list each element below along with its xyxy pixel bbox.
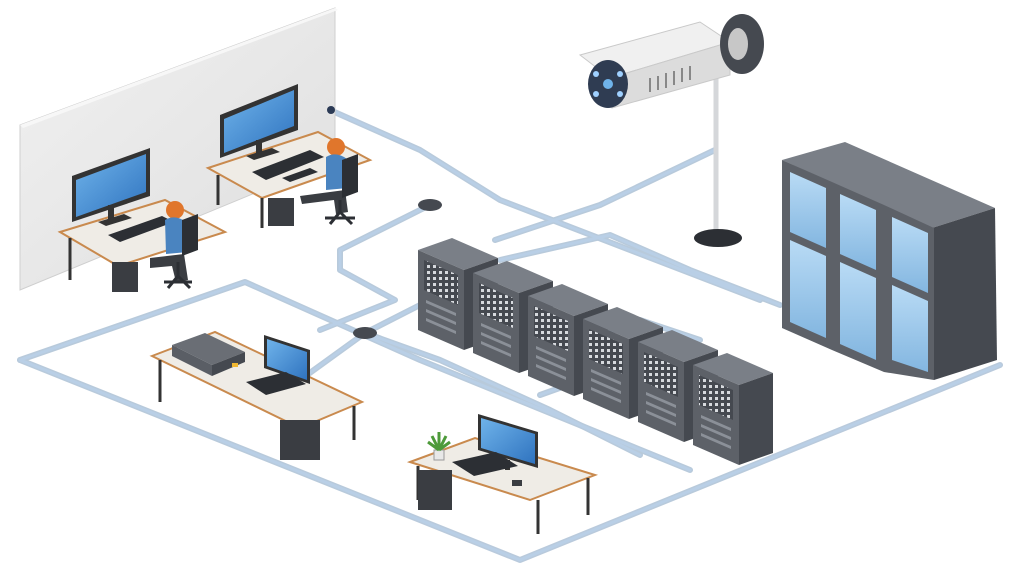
monitor-screen [76, 154, 146, 217]
workstation-front-left [149, 330, 365, 460]
tower-pc [280, 420, 320, 460]
office-chair [164, 214, 198, 290]
keyboard [452, 452, 518, 476]
server-rack [884, 205, 934, 380]
tower-pc [112, 262, 138, 292]
server-racks [782, 142, 997, 380]
person-head [327, 138, 345, 156]
network-switch [172, 333, 245, 376]
office-chair [325, 154, 358, 226]
mouse [512, 480, 522, 486]
server-rack [832, 182, 884, 372]
network-hub-icon [418, 199, 442, 211]
tower-pc [268, 198, 294, 226]
network-hub-icon [353, 327, 377, 339]
tower-server [693, 353, 773, 465]
plant-icon [427, 432, 451, 461]
camera-lens-icon [588, 60, 628, 108]
keyboard [252, 150, 324, 180]
security-camera [578, 14, 764, 247]
tower-pc [418, 470, 452, 510]
server-rack [782, 160, 832, 350]
wall-port-icon [327, 106, 335, 114]
monitor-screen [224, 90, 294, 153]
tower-servers [418, 238, 773, 465]
workstation-left [57, 148, 228, 292]
workstation-front-right [406, 414, 599, 534]
keyboard [108, 216, 174, 242]
keyboard-2 [282, 168, 318, 182]
camera-stand-base [694, 229, 742, 247]
monitor [220, 84, 298, 160]
keyboard [246, 372, 306, 395]
person-head [166, 201, 184, 219]
monitor-screen [267, 339, 307, 380]
workstation-right [205, 84, 373, 228]
monitor [72, 148, 150, 226]
network-cabling [17, 107, 1003, 563]
monitor-screen [481, 418, 535, 464]
